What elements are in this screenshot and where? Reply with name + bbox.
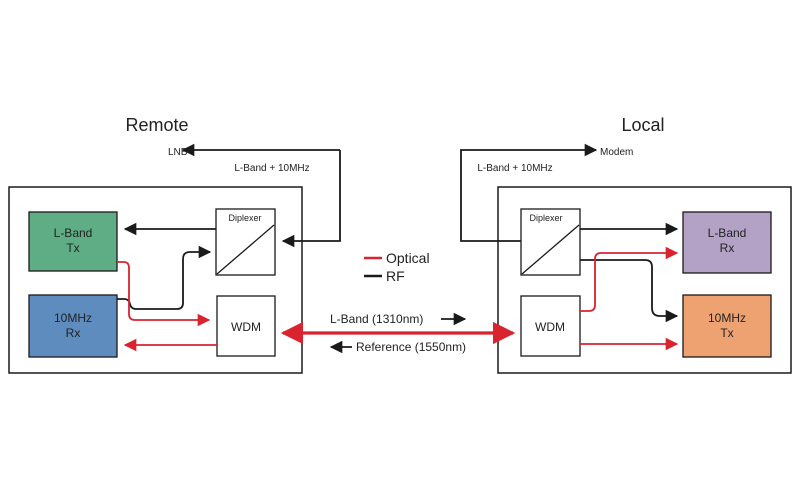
remote-lband-tx-line1: L-Band <box>54 226 93 240</box>
forward-link-label: L-Band (1310nm) <box>330 312 423 326</box>
legend-rf-label: RF <box>386 268 405 284</box>
local-wdm-box <box>520 295 581 357</box>
remote-10mhz-rx-box <box>28 294 118 358</box>
local-10mhz-tx-box <box>682 294 772 358</box>
local-diplexer-label: Diplexer <box>529 213 562 223</box>
remote-optical-tx-to-wdm <box>117 261 211 327</box>
remote-lband-tx-block: L-Band Tx <box>28 211 118 272</box>
remote-10mhz-rx-line1: 10MHz <box>54 311 92 325</box>
remote-title: Remote <box>125 115 188 135</box>
local-lband-rx-box <box>682 211 772 274</box>
reverse-link-label: Reference (1550nm) <box>356 340 466 354</box>
remote-enclosure <box>8 186 303 374</box>
local-10mhz-tx-line2: Tx <box>720 326 733 340</box>
local-lband-rx-block: L-Band Rx <box>682 211 772 274</box>
local-lband-rx-line1: L-Band <box>708 226 747 240</box>
local-rf-diplexer-to-modem <box>460 143 598 242</box>
local-wdm-label: WDM <box>535 320 565 334</box>
lnb-label: LNB <box>168 147 188 158</box>
modem-label: Modem <box>600 147 633 158</box>
remote-rf-antenna-feed <box>281 150 341 248</box>
remote-10mhz-rx-block: 10MHz Rx <box>28 294 118 358</box>
local-enclosure <box>497 186 792 374</box>
remote-lband-tx-line2: Tx <box>66 241 79 255</box>
local-title: Local <box>621 115 664 135</box>
remote-diplexer-box <box>215 208 276 276</box>
local-optical-wdm-to-diplexer <box>580 246 679 312</box>
local-diplexer-box <box>520 208 581 276</box>
remote-lband-tx-box <box>28 211 118 272</box>
local-wdm-block: WDM <box>520 295 581 357</box>
local-rf-diplexer-to-10mhz-tx <box>580 259 679 323</box>
remote-lband-10mhz-label: L-Band + 10MHz <box>234 163 309 174</box>
remote-wdm-box <box>216 295 276 357</box>
remote-diplexer-block: Diplexer <box>215 208 276 276</box>
legend-optical-label: Optical <box>386 250 430 266</box>
remote-diplexer-label: Diplexer <box>228 213 261 223</box>
local-diplexer-diagonal <box>521 224 580 275</box>
legend: Optical RF <box>364 250 430 284</box>
remote-rf-10mhz-to-diplexer <box>117 245 212 310</box>
local-10mhz-tx-line1: 10MHz <box>708 311 746 325</box>
remote-wdm-block: WDM <box>216 295 276 357</box>
local-lband-10mhz-label: L-Band + 10MHz <box>477 163 552 174</box>
remote-diplexer-diagonal <box>216 224 275 275</box>
remote-10mhz-rx-line2: Rx <box>66 326 81 340</box>
local-lband-rx-line2: Rx <box>720 241 735 255</box>
remote-wdm-label: WDM <box>231 320 261 334</box>
local-diplexer-block: Diplexer <box>520 208 581 276</box>
local-10mhz-tx-block: 10MHz Tx <box>682 294 772 358</box>
